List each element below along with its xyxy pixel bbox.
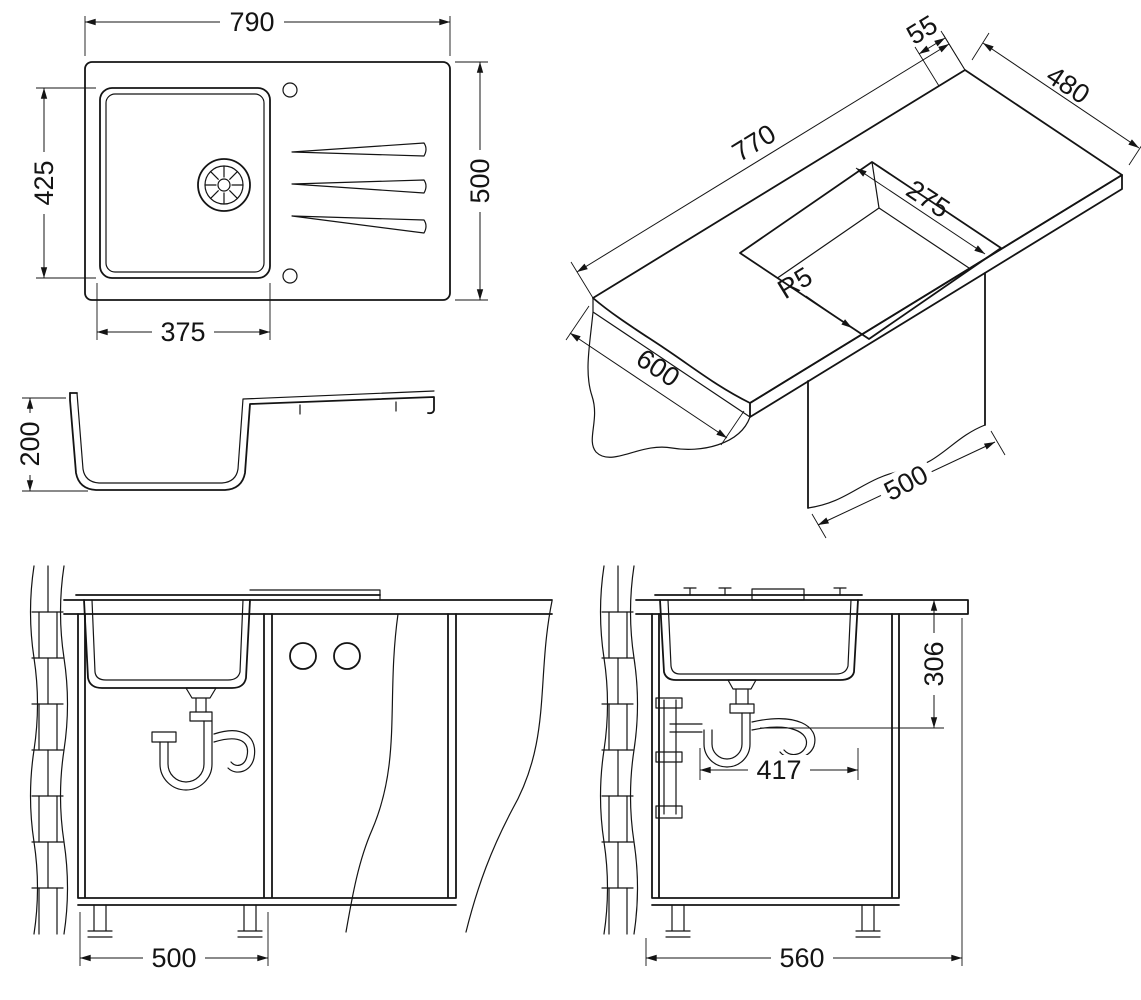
dim-iso-cabinet-depth: 500 — [811, 430, 1006, 539]
dim-label: 200 — [15, 421, 45, 466]
countertop — [63, 599, 553, 615]
supply-stub-right — [333, 642, 361, 670]
dim-iso-counter-depth: 600 — [565, 305, 745, 446]
supply-stub-left — [289, 642, 317, 670]
adjustable-feet — [665, 904, 881, 938]
dim-label: R5 — [772, 261, 817, 305]
torn-edge-inner — [345, 613, 399, 933]
dim-bowl-width: 375 — [96, 283, 271, 347]
dim-iso-rim: 55 — [901, 9, 966, 87]
fixing-clips — [683, 587, 847, 596]
cabinet-front — [77, 613, 457, 938]
section-inner-profile — [76, 390, 435, 484]
dim-counter-depth: 560 — [645, 618, 963, 973]
dim-label: 480 — [1041, 60, 1095, 110]
drain-strainer — [197, 158, 251, 212]
dim-drain-height: 306 — [760, 599, 950, 729]
dim-label: 500 — [465, 158, 495, 203]
dim-drain-distance: 417 — [699, 748, 859, 785]
dim-cabinet-width: 500 — [79, 912, 269, 973]
tap-hole-top — [282, 82, 298, 98]
sink-section-outer — [75, 594, 381, 689]
tap-hole-bottom — [282, 268, 298, 284]
bowl-inner-rim — [105, 93, 265, 273]
cabinet-side — [651, 613, 900, 938]
dim-iso-radius: R5 — [772, 261, 853, 329]
section-view: 200 — [14, 390, 435, 492]
dim-overall-depth: 500 — [455, 61, 496, 301]
countertop — [635, 599, 969, 615]
sink-section-inner — [667, 599, 852, 675]
top-view: 790 500 425 375 — [28, 7, 496, 347]
dim-label: 306 — [919, 641, 949, 686]
sink-section-inner — [91, 589, 381, 681]
brick-wall — [599, 565, 639, 935]
section-clips — [299, 401, 397, 415]
dim-label: 500 — [151, 943, 196, 973]
front-installation-view: 500 — [29, 565, 553, 973]
siphon-trap — [655, 679, 816, 819]
torn-edge-outer — [465, 600, 553, 933]
dim-iso-length: 770 — [570, 33, 966, 299]
dim-label: 275 — [901, 174, 955, 224]
drain-fitting — [751, 588, 805, 601]
dim-bowl-depth: 200 — [14, 397, 88, 492]
side-installation-view: 306 417 560 — [599, 565, 969, 973]
bowl-outer-rim — [99, 87, 271, 279]
dim-label: 55 — [901, 9, 942, 50]
drainboard-grooves — [291, 142, 427, 234]
dim-bowl-length: 425 — [28, 87, 96, 279]
iso-counter-top-face — [592, 69, 1123, 404]
dim-label: 417 — [756, 755, 801, 785]
dim-label: 790 — [229, 7, 274, 37]
dim-label: 770 — [727, 118, 781, 167]
dim-label: 600 — [631, 343, 685, 393]
dim-iso-width: 480 — [971, 32, 1141, 166]
section-outer-profile — [69, 392, 435, 491]
adjustable-feet — [87, 904, 263, 938]
brick-wall — [29, 565, 69, 935]
sink-section-outer — [654, 594, 863, 681]
isometric-view: 770 55 480 275 R5 600 — [565, 9, 1141, 539]
dim-label: 375 — [160, 317, 205, 347]
dim-overall-width: 790 — [84, 7, 451, 56]
sink-outline — [84, 61, 451, 301]
iso-bowl-opening — [739, 161, 1002, 340]
dim-label: 560 — [779, 943, 824, 973]
dim-label: 425 — [29, 160, 59, 205]
siphon-trap — [151, 687, 256, 791]
